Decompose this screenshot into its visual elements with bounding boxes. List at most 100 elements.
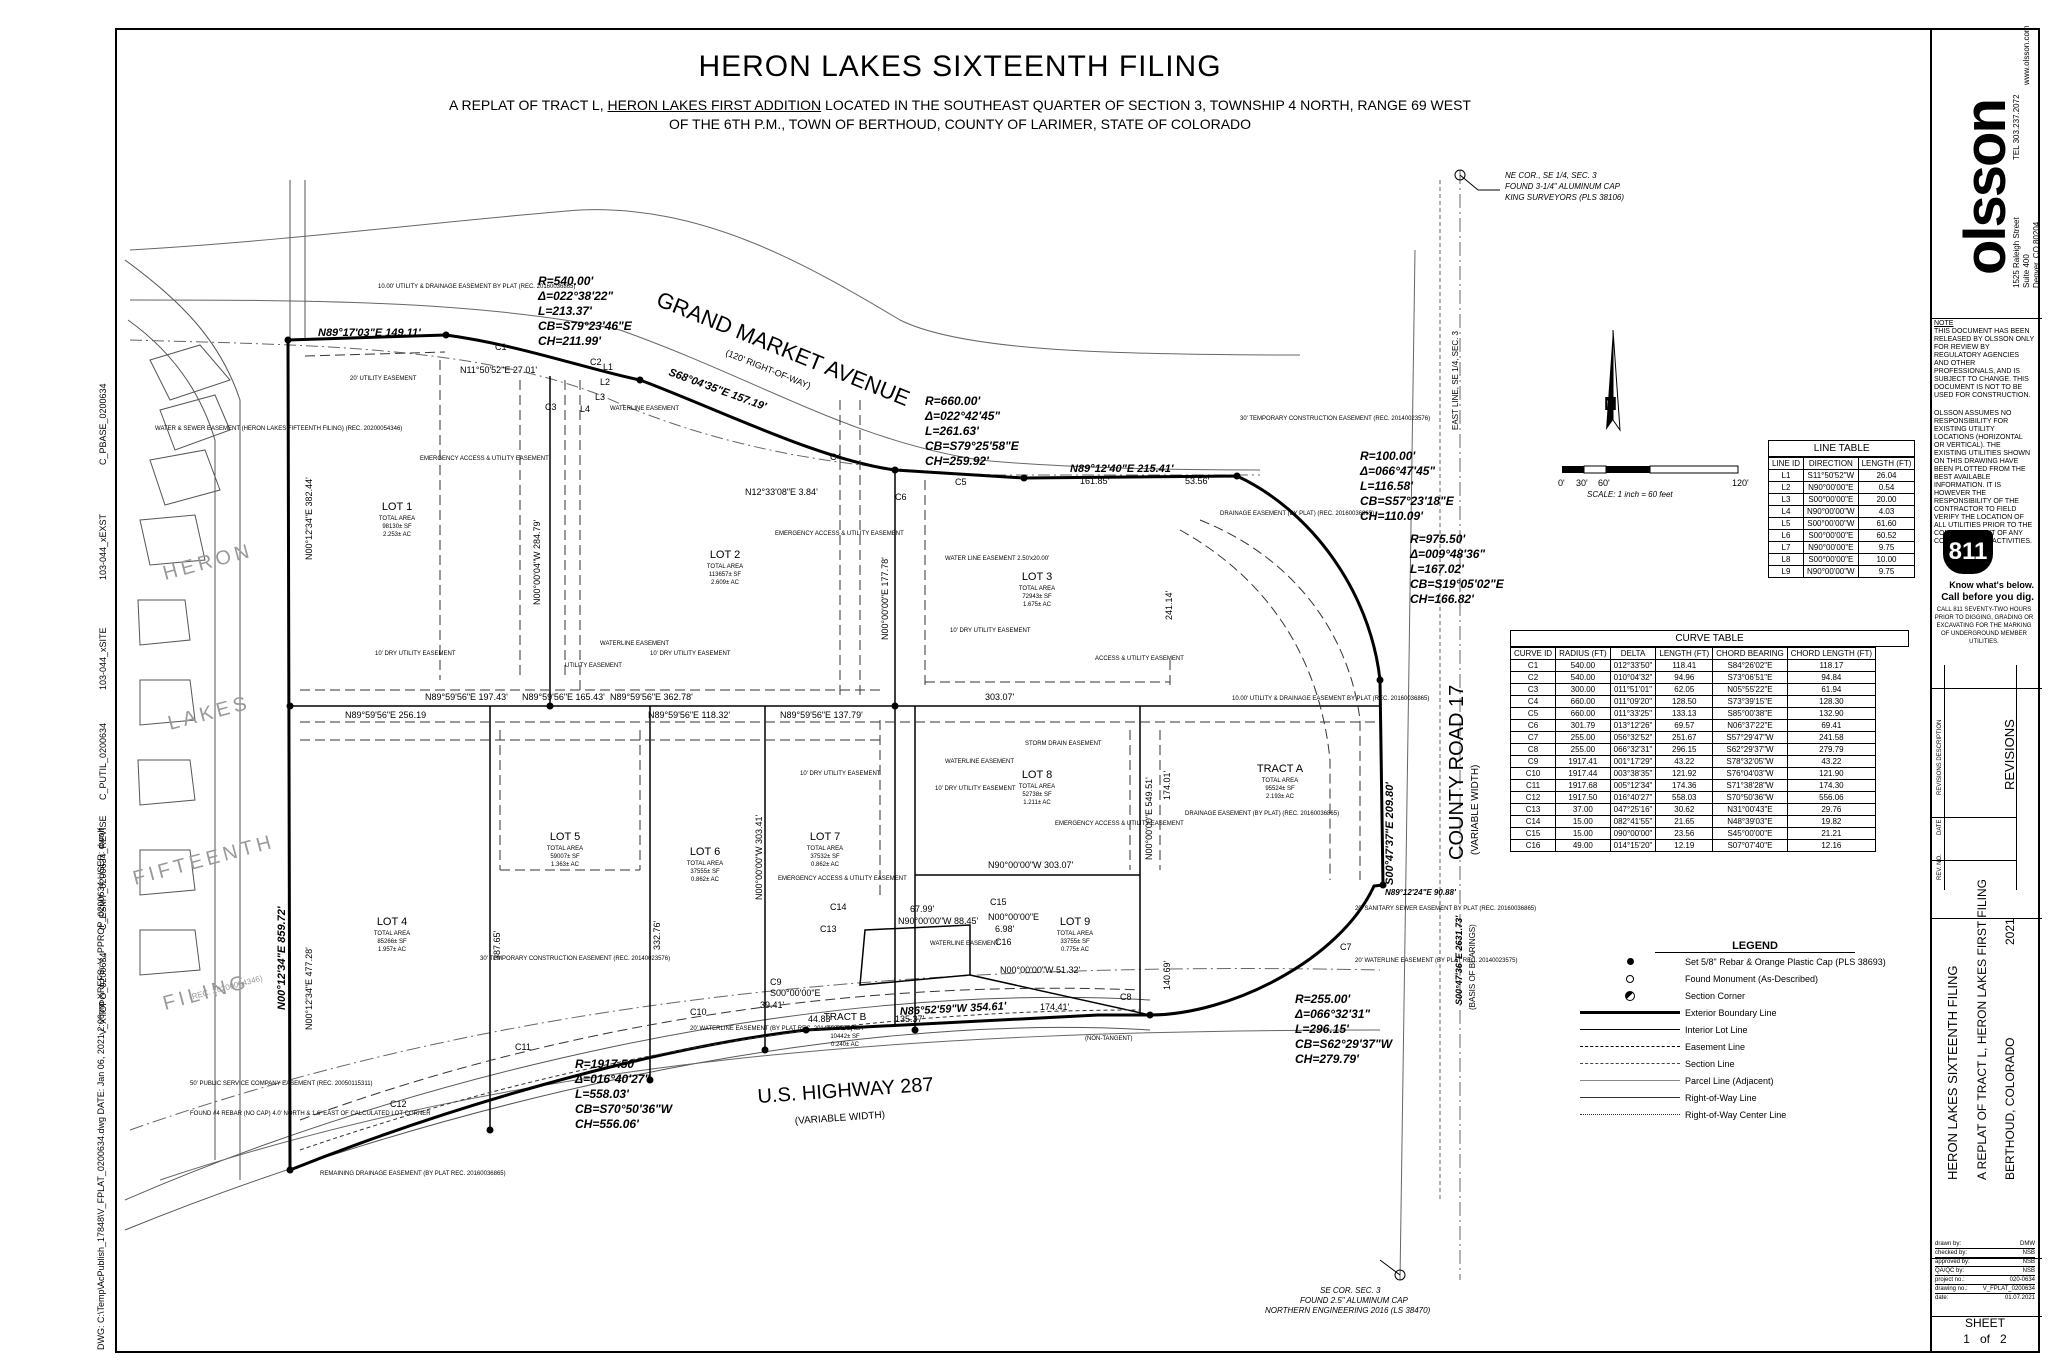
curve-table-cell: 118.41	[1655, 659, 1714, 672]
curve-d-cb: CB=S19°05'02"E	[1410, 577, 1505, 591]
bearing-n00-859: N00°12'34"E 859.72'	[276, 906, 288, 1010]
curve-table-cell: 15.00	[1555, 815, 1611, 828]
svg-text:2.193± AC: 2.193± AC	[1266, 794, 1295, 800]
curve-table-cell: 255.00	[1555, 743, 1611, 756]
curve-table-cell: 241.58	[1786, 731, 1877, 744]
svg-text:C4: C4	[830, 452, 842, 462]
legend-easement: Easement Line	[1575, 1038, 1905, 1055]
cr17-row	[1399, 170, 1461, 1281]
curve-table-cell: 21.21	[1786, 827, 1877, 840]
boundary-subdims: N00°12'34"E 382.44' N00°12'34"E 477.28' …	[304, 365, 818, 1030]
svg-text:44.83': 44.83'	[808, 1014, 833, 1024]
line-table-cell: L6	[1767, 529, 1805, 542]
curve-table-cell: 047°25'16"	[1609, 803, 1657, 816]
svg-text:2.253± AC: 2.253± AC	[383, 532, 412, 538]
legend: LEGEND Set 5/8" Rebar & Orange Plastic C…	[1575, 940, 1905, 1123]
drawing-frame	[115, 28, 2040, 1353]
curve-table-cell: N06°37'22"E	[1712, 719, 1788, 732]
curve-table-cell: S62°29'37"W	[1712, 743, 1788, 756]
svg-text:10' DRY UTILITY EASEMENT: 10' DRY UTILITY EASEMENT	[950, 628, 1031, 634]
plat-title: HERON LAKES SIXTEENTH FILING	[698, 50, 1222, 83]
curve-table-cell: 003°38'35"	[1609, 767, 1657, 780]
svg-text:20' SANITARY SEWER EASEMENT BY: 20' SANITARY SEWER EASEMENT BY PLAT (REC…	[1355, 906, 1536, 912]
svg-text:2.609± AC: 2.609± AC	[711, 580, 740, 586]
curve-table-cell: 62.05	[1655, 683, 1714, 696]
svg-text:(NON-TANGENT): (NON-TANGENT)	[1085, 1036, 1133, 1042]
svg-text:C11: C11	[515, 1042, 531, 1052]
call-before-dig: Call before you dig.	[1941, 592, 2034, 603]
curve-table-cell: C7	[1509, 731, 1557, 744]
svg-text:EMERGENCY ACCESS & UTILITY EAS: EMERGENCY ACCESS & UTILITY EASEMENT	[775, 531, 904, 537]
curve-table-cell: 014°15'20"	[1609, 839, 1657, 852]
811-logo: 811	[1943, 530, 1993, 574]
svg-text:20' UTILITY EASEMENT: 20' UTILITY EASEMENT	[350, 376, 417, 382]
curve-f-cb: CB=S70°50'36"W	[575, 1102, 674, 1116]
lot1-label: LOT 1	[382, 501, 412, 513]
firm-tel: TEL 303.237.2072	[2012, 94, 2021, 160]
svg-text:EMERGENCY ACCESS & UTILITY EAS: EMERGENCY ACCESS & UTILITY EASEMENT	[1055, 821, 1184, 827]
svg-text:N90°00'00"W 303.07': N90°00'00"W 303.07'	[988, 860, 1074, 870]
ne-corner-note-3: KING SURVEYORS (PLS 38106)	[1505, 193, 1624, 202]
curve-table-cell: 660.00	[1555, 695, 1611, 708]
svg-text:113657± SF: 113657± SF	[709, 572, 742, 578]
curve-table-cell: N05°55'22"E	[1712, 683, 1788, 696]
svg-text:TOTAL AREA: TOTAL AREA	[1019, 784, 1055, 790]
bearing-n00-382: N00°12'34"E 382.44'	[304, 477, 314, 560]
curve-table-cell: 69.57	[1655, 719, 1714, 732]
curve-b-ch: CH=259.92'	[925, 454, 990, 468]
svg-text:20' WATERLINE EASEMENT (BY PLA: 20' WATERLINE EASEMENT (BY PLAT REC. 201…	[690, 1026, 852, 1032]
easement-lines	[299, 351, 1380, 1151]
us287-width-label: (VARIABLE WIDTH)	[794, 1110, 885, 1127]
svg-text:20' WATERLINE EASEMENT (BY PLA: 20' WATERLINE EASEMENT (BY PLAT REC. 201…	[1355, 958, 1517, 964]
curve-table-cell: 121.90	[1786, 767, 1877, 780]
lot6-label: LOT 6	[690, 846, 720, 858]
svg-text:135.37': 135.37'	[895, 1014, 925, 1024]
curve-d-ch: CH=166.82'	[1410, 592, 1475, 606]
bearing-s68: S68°04'35"E 157.19'	[667, 367, 768, 414]
svg-text:174.41': 174.41'	[1040, 1002, 1070, 1012]
svg-text:33755± SF: 33755± SF	[1060, 939, 1090, 945]
curve-table-cell: 011°33'25"	[1609, 707, 1657, 720]
curve-table-cell: 61.94	[1786, 683, 1877, 696]
svg-text:60': 60'	[1598, 478, 1610, 488]
svg-text:TOTAL AREA: TOTAL AREA	[547, 846, 583, 852]
curve-table-cell: 001°17'29"	[1609, 755, 1657, 768]
scale-bar: 0' 30' 60' 120' SCALE: 1 inch = 60 feet	[1558, 465, 1749, 499]
curve-table-cell: 132.90	[1786, 707, 1877, 720]
svg-text:387.65': 387.65'	[492, 930, 502, 960]
svg-text:10442± SF: 10442± SF	[830, 1034, 860, 1040]
svg-text:DRAINAGE EASEMENT (BY PLAT) (R: DRAINAGE EASEMENT (BY PLAT) (REC. 201600…	[1185, 811, 1339, 817]
curve-table-cell: C5	[1509, 707, 1557, 720]
svg-text:85266± SF: 85266± SF	[377, 939, 407, 945]
curve-table-cell: 29.76	[1786, 803, 1877, 816]
svg-text:N89°59'56"E 362.78': N89°59'56"E 362.78'	[610, 692, 693, 702]
curve-table-cell: 49.00	[1555, 839, 1611, 852]
curve-c-r: R=100.00'	[1360, 449, 1416, 463]
line-table-cell: N90°00'00"W	[1803, 505, 1859, 518]
curve-c-delta: Δ=066°47'45"	[1359, 464, 1435, 478]
svg-text:95524± SF: 95524± SF	[1265, 786, 1295, 792]
svg-text:ACCESS & UTILITY EASEMENT: ACCESS & UTILITY EASEMENT	[1095, 656, 1184, 662]
curve-table-cell: 279.79	[1786, 743, 1877, 756]
curve-table-cell: 69.41	[1786, 719, 1877, 732]
svg-text:L3: L3	[595, 392, 605, 402]
svg-text:C7: C7	[1340, 942, 1352, 952]
cr17-width-label: (VARIABLE WIDTH)	[1470, 765, 1481, 855]
svg-text:WATER & SEWER EASEMENT (HERON: WATER & SEWER EASEMENT (HERON LAKES FIFT…	[155, 426, 402, 432]
curve-a-l: L=213.37'	[538, 304, 593, 318]
project-title: HERON LAKES SIXTEENTH FILING	[1945, 965, 1960, 1180]
svg-text:L2: L2	[600, 377, 610, 387]
svg-text:DRAINAGE EASEMENT (BY PLAT) (R: DRAINAGE EASEMENT (BY PLAT) (REC. 201600…	[1220, 511, 1374, 517]
se-corner-note-3: NORTHERN ENGINEERING 2016 (LS 38470)	[1265, 1306, 1431, 1315]
svg-text:N00°00'00"W 51.32': N00°00'00"W 51.32'	[1000, 965, 1081, 975]
curve-table-cell: 540.00	[1555, 659, 1611, 672]
line-table-cell: 60.52	[1857, 529, 1916, 542]
svg-text:10' DRY UTILITY EASEMENT: 10' DRY UTILITY EASEMENT	[935, 786, 1016, 792]
line-table-cell: 9.75	[1857, 565, 1916, 578]
fifteenth-label: FIFTEENTH	[131, 831, 278, 890]
